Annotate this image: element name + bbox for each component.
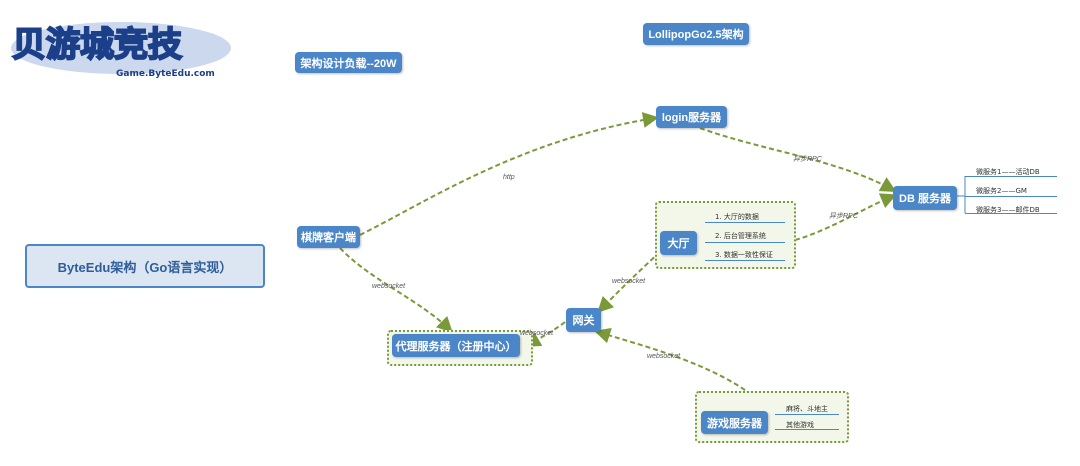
hall-child-2-underline [705, 242, 785, 243]
game-child-1-underline [775, 414, 839, 415]
edge-db-children [957, 176, 966, 213]
load-note: 架构设计负载--20W [295, 52, 402, 73]
db-child-2-underline [965, 196, 1057, 197]
logo-subtext: Game.ByteEdu.com [116, 69, 215, 79]
hall-child-1: 1. 大厅的数据 [715, 213, 759, 221]
proxy-server-node[interactable]: 代理服务器（注册中心） [392, 334, 520, 357]
game-child-2-underline [775, 429, 839, 430]
db-child-2: 微服务2——GM [976, 187, 1027, 195]
edge-gateway-proxy [524, 321, 566, 348]
db-server-node[interactable]: DB 服务器 [893, 186, 957, 210]
login-server-node[interactable]: login服务器 [656, 106, 727, 128]
edge-label-hall-gateway-ws: websocket [612, 278, 646, 285]
game-child-2: 其他游戏 [786, 421, 814, 429]
edge-label-gateway-proxy-ws: websocket [520, 330, 554, 337]
hall-child-3-underline [705, 260, 785, 261]
edge-hall-gateway [597, 251, 661, 313]
edge-label-game-gateway-ws: websocket [647, 353, 681, 360]
game-server-node[interactable]: 游戏服务器 [701, 411, 768, 434]
edge-hall-db [794, 193, 897, 241]
db-child-3-underline [965, 213, 1057, 214]
diagram-title: LollipopGo2.5架构 [643, 23, 749, 45]
gateway-node[interactable]: 网关 [566, 308, 601, 332]
edge-game-gateway [594, 327, 746, 391]
edge-client-login [359, 112, 659, 236]
edge-label-client-proxy-ws: websocket [372, 283, 406, 290]
hall-child-3: 3. 数据一致性保证 [715, 251, 773, 259]
edge-login-db [699, 127, 897, 192]
db-child-1-underline [965, 176, 1057, 177]
edge-label-hall-db-rpc: 异步RPC [829, 213, 858, 220]
main-title: ByteEdu架构（Go语言实现） [25, 244, 265, 288]
hall-node[interactable]: 大厅 [660, 231, 697, 255]
edge-label-login-db-rpc: 异步RPC [793, 156, 822, 163]
edge-client-proxy [339, 247, 453, 333]
game-child-1: 麻将、斗地主 [786, 405, 828, 413]
client-node[interactable]: 棋牌客户端 [297, 226, 360, 248]
edge-label-http: http [503, 174, 515, 181]
byteedu-logo: 贝游城竞技 Game.ByteEdu.com [11, 22, 231, 79]
db-child-3: 微服务3——邮件DB [976, 206, 1040, 214]
logo-text: 贝游城竞技 [12, 25, 182, 65]
hall-child-2: 2. 后台管理系统 [715, 232, 766, 240]
hall-child-1-underline [705, 222, 785, 223]
db-child-1: 微服务1——活动DB [976, 168, 1040, 176]
